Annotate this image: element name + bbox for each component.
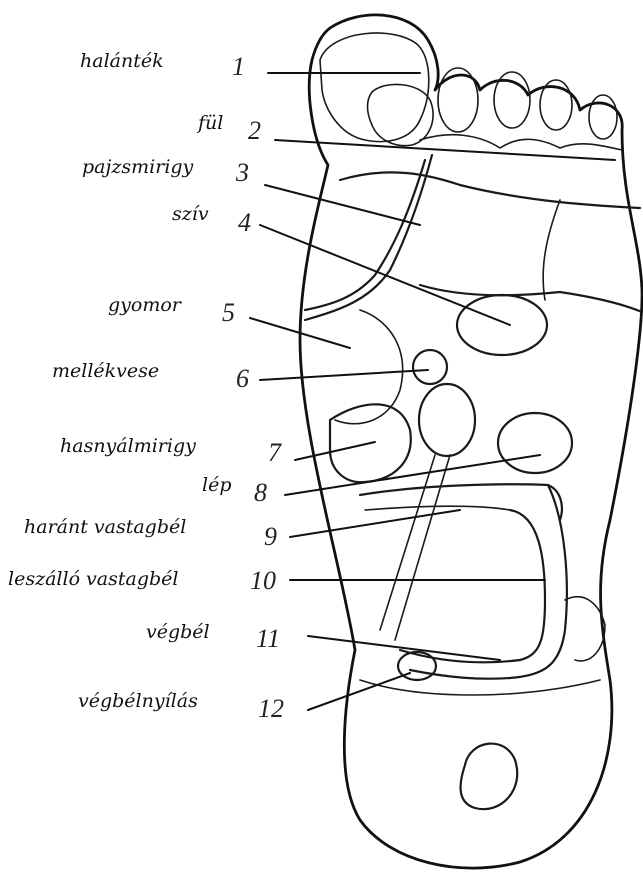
- leader-7: [295, 442, 375, 460]
- label-adrenal: mellékvese: [52, 362, 159, 381]
- leader-12: [308, 673, 410, 710]
- rectum-line-2: [410, 670, 510, 679]
- number-9: 9: [264, 524, 277, 550]
- toe-5: [589, 95, 617, 139]
- leader-3: [265, 185, 420, 225]
- label-spleen: lép: [202, 476, 231, 495]
- leader-2: [275, 140, 615, 160]
- number-7: 7: [268, 440, 281, 466]
- lateral-arch: [565, 597, 605, 661]
- heel-line: [360, 680, 600, 695]
- big-toe-inner: [368, 84, 434, 145]
- label-ear: fül: [198, 114, 223, 133]
- label-thyroid: pajzsmirigy: [82, 158, 193, 177]
- label-stomach: gyomor: [108, 296, 181, 315]
- spleen-zone: [498, 413, 572, 473]
- number-12: 12: [258, 696, 284, 722]
- lateral-line: [543, 200, 560, 300]
- ureter-line-1: [380, 455, 435, 630]
- leader-4: [260, 225, 510, 325]
- label-heart: szív: [172, 205, 209, 224]
- number-3: 3: [236, 160, 249, 186]
- heel-circle: [461, 744, 518, 810]
- heart-zone: [457, 295, 547, 355]
- label-pancreas: hasnyálmirigy: [60, 437, 196, 456]
- kidney-zone: [419, 384, 475, 456]
- transverse-colon: [360, 484, 562, 520]
- number-5: 5: [222, 300, 235, 326]
- label-descending-colon: leszálló vastagbél: [8, 570, 178, 589]
- foot-outline: [300, 15, 642, 868]
- number-2: 2: [248, 118, 261, 144]
- toe-2: [438, 68, 478, 132]
- label-transverse-colon: haránt vastagbél: [24, 518, 186, 537]
- number-11: 11: [256, 626, 280, 652]
- number-6: 6: [236, 366, 249, 392]
- metatarsal-line: [340, 172, 640, 208]
- number-1: 1: [232, 54, 245, 80]
- leader-9: [290, 510, 460, 537]
- transverse-colon-inner: [365, 506, 510, 510]
- number-10: 10: [250, 568, 276, 594]
- diaphragm-line: [420, 285, 642, 312]
- label-anus: végbélnyílás: [78, 692, 198, 711]
- descending-colon: [510, 510, 545, 660]
- ureter-line-2: [395, 455, 450, 640]
- adrenal-zone: [413, 350, 447, 384]
- number-4: 4: [238, 210, 251, 236]
- label-temple: halánték: [80, 52, 164, 71]
- toe-base-line: [420, 135, 622, 150]
- label-rectum: végbél: [146, 623, 210, 642]
- number-8: 8: [254, 480, 267, 506]
